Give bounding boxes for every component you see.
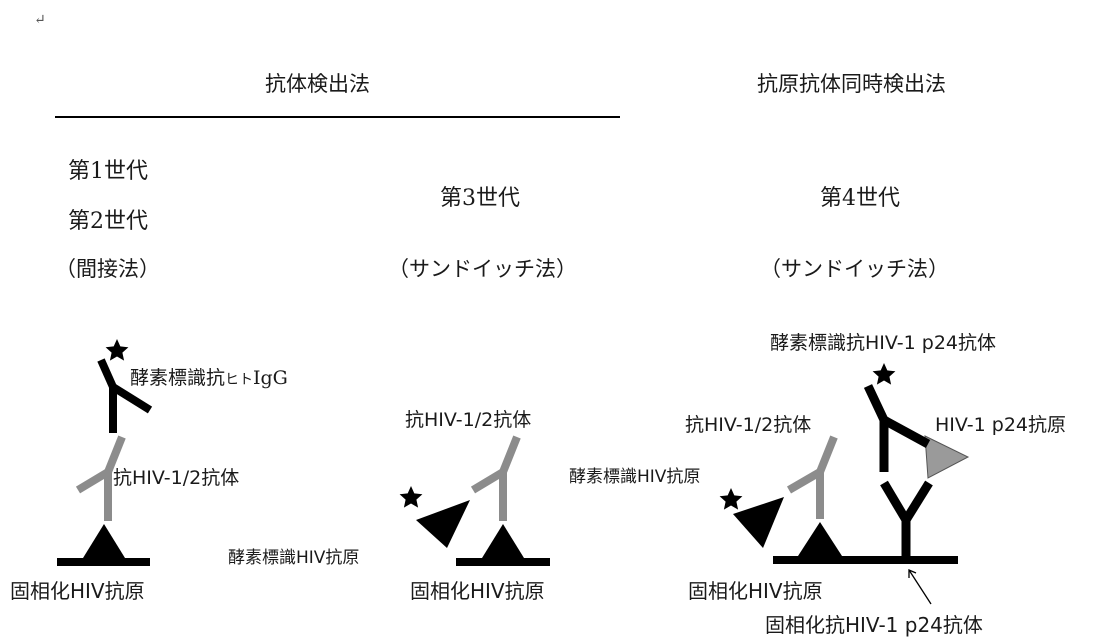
label-p24-antigen: HIV-1 p24抗原 [935, 414, 1066, 436]
label-enzyme-anti-p24-antibody: 酵素標識抗HIV-1 p24抗体 [770, 332, 996, 354]
label-solid-anti-p24-antibody: 固相化抗HIV-1 p24抗体 [765, 613, 983, 637]
label-gen3: 第3世代 [440, 186, 520, 211]
label-anti-hiv-antibody-gen1: 抗HIV-1/2抗体 [113, 467, 240, 489]
header-antigen-antibody-detection: 抗原抗体同時検出法 [757, 72, 946, 96]
label-enzyme-hiv-antigen-gen4: 酵素標識HIV抗原 [569, 467, 701, 487]
solid-phase-plate-gen1 [57, 558, 150, 566]
solid-phase-plate-gen4 [773, 556, 958, 564]
label-indirect-method: （間接法） [55, 257, 160, 281]
label-solid-hiv-antigen-gen1: 固相化HIV抗原 [10, 579, 145, 603]
label-gen2: 第2世代 [68, 209, 148, 234]
label-solid-hiv-antigen-gen4: 固相化HIV抗原 [688, 579, 823, 603]
label-sandwich-method-gen4: （サンドイッチ法） [760, 257, 949, 281]
label-enzyme-anti-human-igg: 酵素標識抗ヒトIgG [130, 363, 288, 390]
solid-phase-plate-gen3 [456, 558, 550, 566]
solid-hiv-antigen-gen1 [83, 524, 125, 558]
anti-hiv-antibody-gen3 [470, 435, 521, 521]
solid-hiv-antigen-gen4 [798, 522, 842, 556]
label-enzyme-anti-human-igg-small: ヒト [225, 372, 254, 388]
enzyme-star-icon-gen4-p24 [872, 363, 896, 385]
anti-hiv-antibody-gen1 [75, 435, 126, 521]
label-enzyme-anti-human-igg-tail: IgG [253, 367, 288, 389]
solid-anti-p24-antibody [880, 480, 933, 556]
hiv-p24-antigen [924, 435, 970, 479]
label-enzyme-hiv-antigen-gen3: 酵素標識HIV抗原 [228, 548, 360, 568]
label-solid-hiv-antigen-gen3: 固相化HIV抗原 [410, 579, 545, 603]
enzyme-hiv-antigen-gen4 [733, 497, 784, 548]
anti-hiv-antibody-gen4 [786, 435, 838, 519]
solid-hiv-antigen-gen3 [482, 524, 524, 558]
enzyme-anti-human-igg [97, 358, 153, 433]
label-anti-hiv-antibody-gen4: 抗HIV-1/2抗体 [685, 414, 812, 436]
pointer-arrow-icon [908, 569, 932, 605]
label-enzyme-anti-human-igg-main: 酵素標識抗 [130, 367, 226, 389]
enzyme-hiv-antigen-gen3 [416, 500, 470, 548]
enzyme-star-icon-gen1 [105, 339, 129, 361]
paragraph-mark: ↵ [34, 12, 46, 28]
enzyme-star-icon-gen3 [399, 486, 423, 508]
label-gen4: 第4世代 [820, 186, 900, 211]
label-gen1: 第1世代 [68, 159, 148, 184]
label-sandwich-method-gen3: （サンドイッチ法） [388, 257, 577, 281]
enzyme-star-icon-gen4-antigen [719, 488, 743, 510]
label-anti-hiv-antibody-gen3: 抗HIV-1/2抗体 [405, 409, 532, 431]
enzyme-anti-p24-antibody [863, 384, 931, 472]
header-antibody-detection: 抗体検出法 [265, 72, 370, 96]
